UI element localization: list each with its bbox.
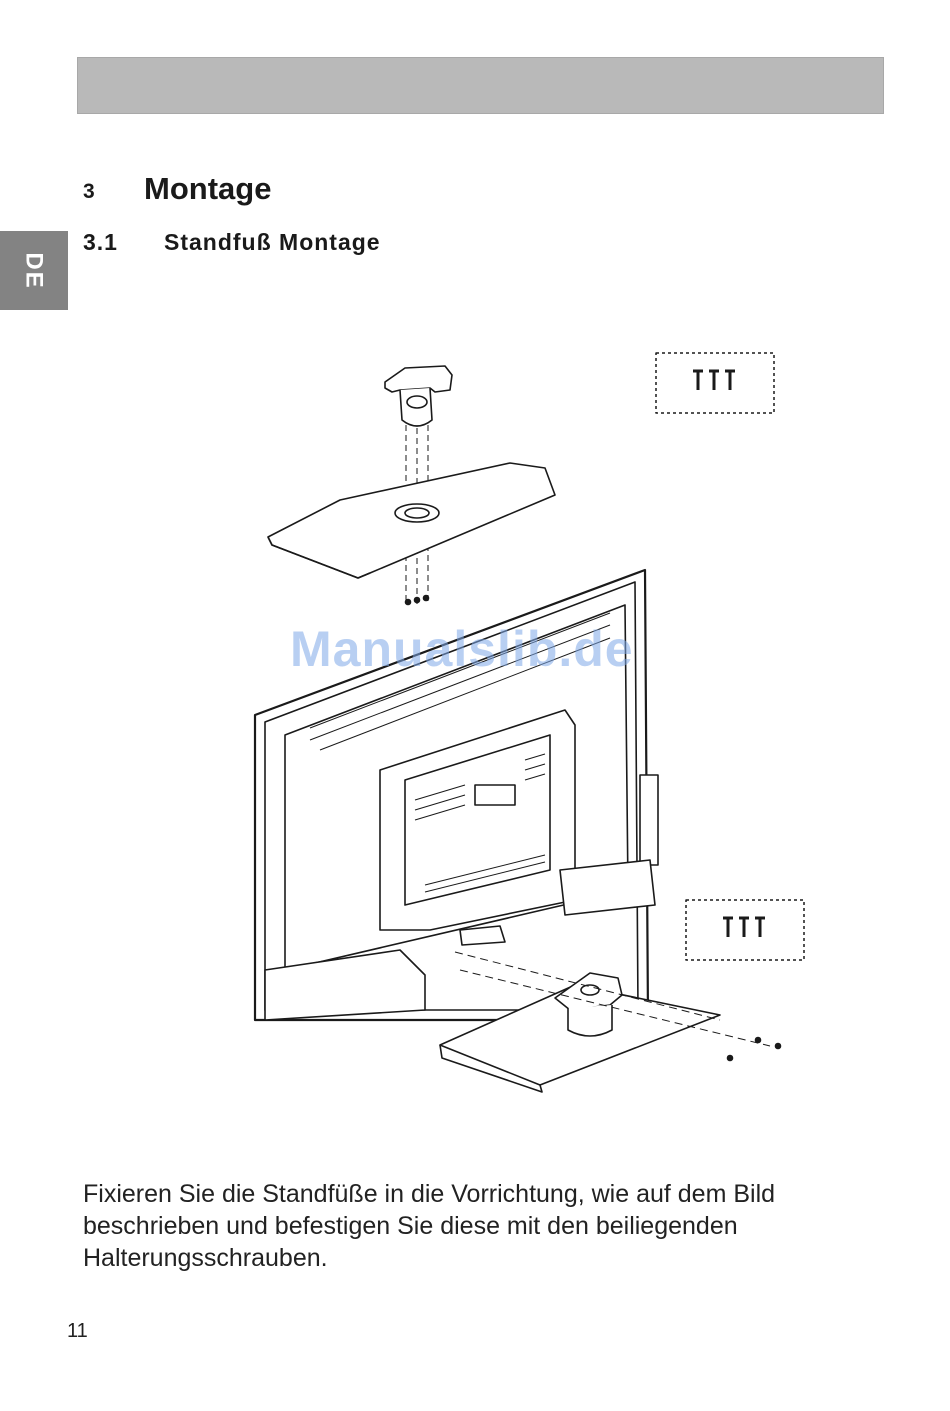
instruction-text: Fixieren Sie die Standfüße in die Vorric… xyxy=(83,1178,883,1274)
screw-box-top xyxy=(656,353,774,413)
language-tab-label: DE xyxy=(20,252,48,289)
page-number: 11 xyxy=(67,1320,88,1343)
stand-assembly-illustration xyxy=(230,330,830,1100)
section-number: 3 xyxy=(83,180,95,204)
subsection-number: 3.1 xyxy=(83,229,118,256)
section-title: Montage xyxy=(144,171,271,207)
screw-box-bottom xyxy=(686,900,804,960)
stand-base-top xyxy=(268,463,555,605)
screw-icon xyxy=(723,918,765,937)
language-tab: DE xyxy=(0,231,68,310)
screw-icon xyxy=(693,371,735,390)
header-bar xyxy=(77,57,884,114)
subsection-title: Standfuß Montage xyxy=(164,229,381,256)
watermark: Manualslib.de xyxy=(290,620,634,678)
